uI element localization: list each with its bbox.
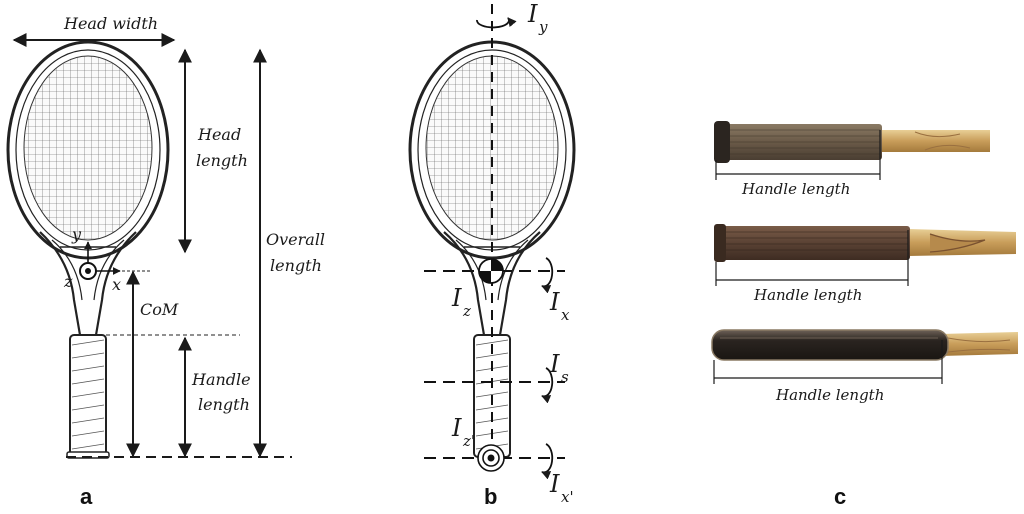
panel-a-label: a: [80, 484, 93, 509]
panel-a: Head width Head length Overall length Co…: [6, 14, 325, 509]
izp-symbol: I: [451, 414, 462, 442]
handle-length-label-2: length: [198, 395, 250, 414]
handle-photo-1: [714, 121, 990, 163]
overall-length-label-1: Overall: [266, 230, 325, 249]
iy-rotation-arrow: [476, 17, 517, 29]
handle-length-c2: Handle length: [753, 286, 862, 304]
izp-subscript: z': [462, 432, 475, 450]
axis-z-label: z: [63, 272, 73, 291]
axis-x-label: x: [112, 275, 121, 294]
head-length-label-2: length: [196, 151, 248, 170]
panel-c-label: c: [834, 484, 846, 509]
is-subscript: s: [561, 368, 569, 386]
handle-length-c3: Handle length: [775, 386, 884, 404]
ixp-subscript: x': [561, 488, 574, 506]
com-axes: y x z: [63, 225, 121, 294]
ixp-rotation-arrow: [541, 443, 554, 480]
ix-rotation-arrow: [541, 257, 554, 294]
iy-symbol: I: [527, 0, 538, 28]
overall-length-label-2: length: [270, 256, 322, 275]
head-width-label: Head width: [63, 14, 158, 33]
is-rotation-arrow: [541, 367, 554, 404]
com-label: CoM: [140, 300, 179, 319]
handle-photo-2: [714, 224, 1016, 262]
com-marker-b: [478, 258, 504, 284]
handle-length-label-1: Handle: [191, 370, 251, 389]
ixp-symbol: I: [549, 470, 560, 498]
handle-length-c1: Handle length: [741, 180, 850, 198]
iz-subscript: z: [462, 302, 471, 320]
butt-marker-b: [477, 444, 505, 472]
panel-b-label: b: [484, 484, 497, 509]
ix-subscript: x: [561, 306, 570, 324]
handle-photo-3: [711, 329, 1018, 361]
iy-subscript: y: [538, 18, 548, 36]
iz-symbol: I: [451, 284, 462, 312]
axis-y-label: y: [71, 225, 82, 244]
head-length-label-1: Head: [197, 125, 241, 144]
panel-c: Handle length Handle length Handle: [711, 121, 1018, 509]
panel-b: I y I z I x I s I z' I x' b: [408, 0, 576, 509]
ix-symbol: I: [549, 288, 560, 316]
is-symbol: I: [549, 350, 560, 378]
